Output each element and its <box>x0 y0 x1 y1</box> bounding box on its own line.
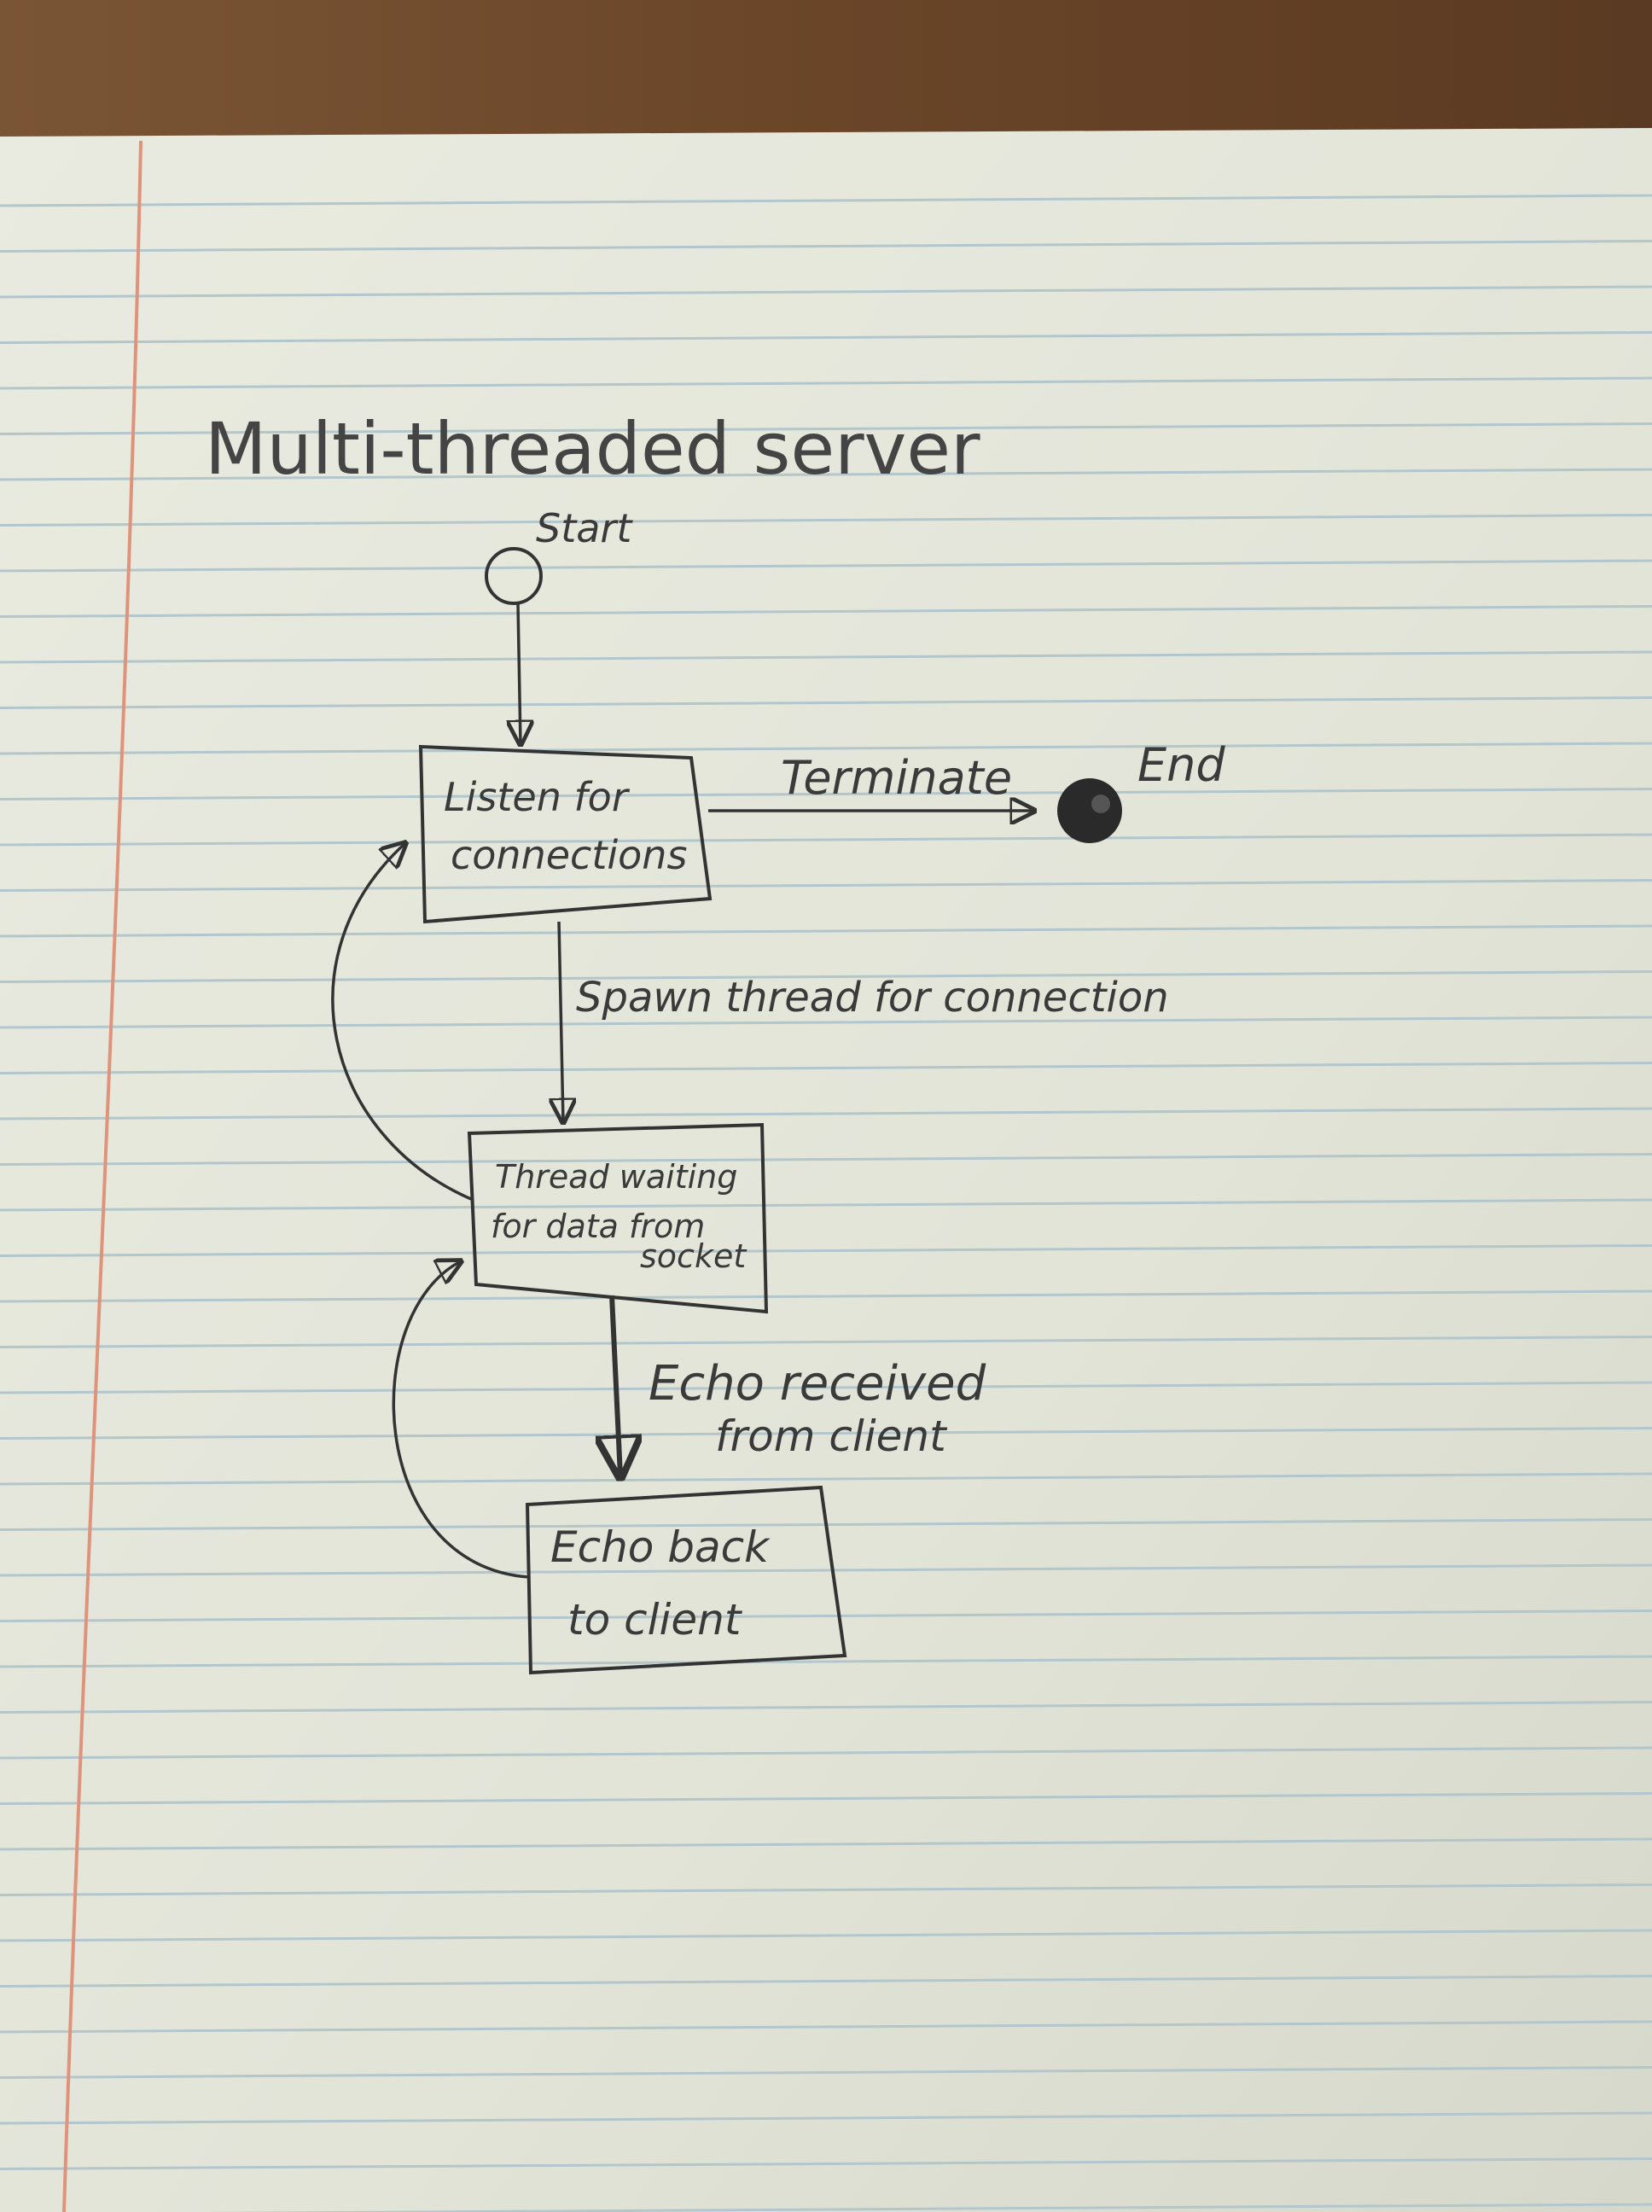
end-label: End <box>1137 738 1225 792</box>
ruled-line <box>0 1563 1652 1577</box>
ruled-line <box>0 1883 1652 1896</box>
start-node <box>485 547 543 605</box>
ruled-line <box>0 696 1652 709</box>
spawn-thread-label: Spawn thread for connection <box>576 974 1169 1022</box>
ruled-line <box>0 1655 1652 1668</box>
ruled-line <box>0 331 1652 344</box>
ruled-line <box>0 1837 1652 1851</box>
ruled-line <box>0 833 1652 847</box>
ruled-line <box>0 1153 1652 1166</box>
margin-line <box>62 140 143 2212</box>
ruled-line <box>0 2111 1652 2125</box>
notebook-paper <box>0 128 1652 2212</box>
ruled-line <box>0 422 1652 435</box>
thread-label-line3: socket <box>640 1237 747 1275</box>
ruled-line <box>0 1975 1652 1988</box>
ruled-line <box>0 1198 1652 1212</box>
ruled-line <box>0 1107 1652 1121</box>
ruled-line <box>0 1427 1652 1440</box>
loop-to-thread-arrow <box>392 1261 530 1579</box>
listen-label-line2: connections <box>451 832 687 878</box>
ruled-line <box>0 1929 1652 1942</box>
ruled-line <box>0 788 1652 800</box>
ruled-line <box>0 1610 1652 1622</box>
ruled-line <box>0 1016 1652 1029</box>
listen-box <box>418 744 713 924</box>
ruled-line <box>0 1701 1652 1714</box>
thread-label-line2: for data from <box>491 1208 705 1245</box>
ruled-line <box>0 194 1652 207</box>
ruled-line <box>0 924 1652 938</box>
ruled-line <box>0 559 1652 573</box>
thread-box <box>467 1122 769 1314</box>
end-node <box>1057 778 1122 843</box>
ruled-line <box>0 879 1652 892</box>
wooden-table <box>0 0 1652 154</box>
ruled-line <box>0 1792 1652 1805</box>
echo-received-label-line2: from client <box>715 1412 948 1461</box>
ruled-line <box>0 468 1652 481</box>
listen-label-line1: Listen for <box>444 774 631 820</box>
ruled-line <box>0 1746 1652 1760</box>
ruled-line <box>0 742 1652 755</box>
start-arrow <box>518 603 521 744</box>
diagram-title: Multi-threaded server <box>205 407 980 491</box>
ruled-line <box>0 970 1652 983</box>
spawn-thread-arrow <box>559 921 563 1122</box>
ruled-line <box>0 514 1652 527</box>
ruled-line <box>0 1381 1652 1394</box>
echo-label-line1: Echo back <box>550 1522 771 1572</box>
echo-received-arrow <box>612 1295 620 1476</box>
ruled-line <box>0 1472 1652 1486</box>
ruled-line <box>0 1336 1652 1348</box>
ruled-line <box>0 605 1652 618</box>
end-node-highlight <box>1091 795 1110 813</box>
start-label: Start <box>536 505 633 551</box>
ruled-line <box>0 1289 1652 1303</box>
ruled-line <box>0 2157 1652 2170</box>
ruled-line <box>0 1244 1652 1257</box>
ruled-line <box>0 376 1652 390</box>
terminate-label: Terminate <box>781 751 1012 805</box>
ruled-lines <box>0 194 1652 2212</box>
ruled-line <box>0 650 1652 664</box>
ruled-line <box>0 2066 1652 2079</box>
loop-to-listen-arrow <box>331 843 472 1201</box>
ruled-line <box>0 240 1652 253</box>
ruled-line <box>206 2203 1652 2212</box>
thread-label-line1: Thread waiting <box>495 1158 737 1196</box>
ruled-line <box>0 1062 1652 1074</box>
ruled-line <box>0 2020 1652 2034</box>
echo-label-line2: to client <box>567 1595 743 1644</box>
ruled-line <box>0 285 1652 299</box>
echo-box <box>525 1485 847 1675</box>
echo-received-label-line1: Echo received <box>649 1356 986 1412</box>
